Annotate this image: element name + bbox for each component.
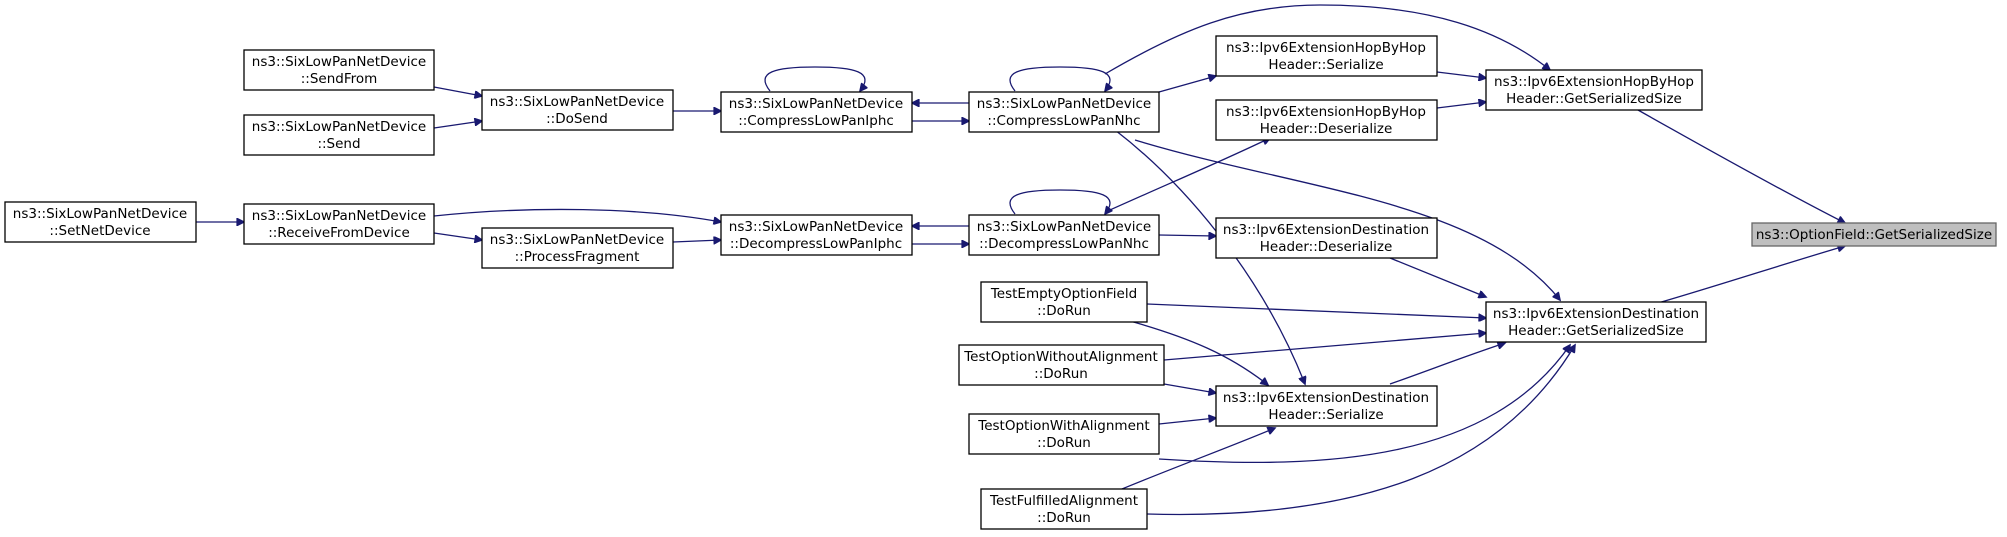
node-label-line2: ::SetNetDevice [49,223,150,239]
edge-compressnhc-to-hopbyhop-getsize [1104,4,1550,75]
edge-fulfilledalignment-to-destination-getsize [1146,345,1575,516]
node-label-line2: Header::Deserialize [1260,121,1393,137]
node-dosend[interactable]: ns3::SixLowPanNetDevice ::DoSend [481,89,674,131]
node-label-line2: ::Send [317,136,360,152]
node-label-line2: Header::GetSerializedSize [1506,91,1682,107]
node-label-line2: Header::Deserialize [1260,239,1393,255]
node-label-line1: TestOptionWithoutAlignment [963,349,1158,365]
edge-withalignment-to-destination-serialize [1158,418,1216,425]
node-label-line1: ns3::Ipv6ExtensionDestination [1493,306,1699,322]
node-label-line2: ::ProcessFragment [515,249,640,265]
node-testfulfilledalignment-dorun[interactable]: TestFulfilledAlignment ::DoRun [980,488,1148,530]
node-label: ns3::OptionField::GetSerializedSize [1756,227,1992,243]
node-testemptyoptionfield-dorun[interactable]: TestEmptyOptionField ::DoRun [980,281,1148,323]
node-send[interactable]: ns3::SixLowPanNetDevice ::Send [243,114,435,156]
node-label-line2: Header::Serialize [1268,57,1383,73]
node-label-line1: TestFulfilledAlignment [989,493,1138,509]
node-hopbyhop-getserializedsize[interactable]: ns3::Ipv6ExtensionHopByHop Header::GetSe… [1485,69,1703,111]
node-label-line2: ::DoRun [1037,303,1091,319]
node-label-line2: ::ReceiveFromDevice [268,225,410,241]
edge-decompressnhc-to-destination-deserialize [1158,235,1216,236]
node-label-line2: ::DoRun [1037,510,1091,526]
node-label-line2: ::CompressLowPanIphc [738,113,894,129]
node-label-line1: TestEmptyOptionField [990,286,1137,302]
node-label-line2: ::DoRun [1037,435,1091,451]
node-decompresslowpaniphc[interactable]: ns3::SixLowPanNetDevice ::DecompressLowP… [720,214,913,256]
node-decompresslowpannhc[interactable]: ns3::SixLowPanNetDevice ::DecompressLowP… [968,214,1160,256]
edge-hopbyhop-deserialize-to-getsize [1436,102,1486,109]
node-hopbyhop-deserialize[interactable]: ns3::Ipv6ExtensionHopByHop Header::Deser… [1215,99,1438,141]
node-testoptionwithoutalignment-dorun[interactable]: TestOptionWithoutAlignment ::DoRun [958,344,1165,386]
node-label-line1: ns3::Ipv6ExtensionDestination [1223,222,1429,238]
edge-compressnhc-self [1009,66,1110,91]
edge-receivefromdevice-to-processfragment [433,232,482,240]
edge-compressnhc-to-hopbyhop-serialize [1158,76,1216,93]
edge-destination-serialize-to-getsize [1389,343,1505,385]
node-sendfrom[interactable]: ns3::SixLowPanNetDevice ::SendFrom [243,49,435,91]
edge-compressnhc-to-destination-getsize [1134,139,1560,300]
node-label-line1: ns3::SixLowPanNetDevice [490,232,664,248]
node-label-line1: ns3::SixLowPanNetDevice [977,96,1151,112]
node-receivefromdevice[interactable]: ns3::SixLowPanNetDevice ::ReceiveFromDev… [243,203,435,245]
edge-processfragment-to-decompressiphc [672,240,721,242]
node-label-line2: ::DecompressLowPanIphc [730,236,902,252]
node-label-line2: ::DoRun [1034,366,1088,382]
edge-send-to-dosend [433,121,482,129]
node-label-line2: ::DecompressLowPanNhc [979,236,1149,252]
node-label-line1: ns3::Ipv6ExtensionHopByHop [1226,40,1426,56]
edge-hopbyhop-getsize-to-optionfield [1637,109,1845,223]
node-label-line1: ns3::SixLowPanNetDevice [252,208,426,224]
edge-destination-getsize-to-optionfield [1657,246,1845,304]
node-label-line1: ns3::SixLowPanNetDevice [977,219,1151,235]
node-label-line1: ns3::SixLowPanNetDevice [729,219,903,235]
node-label-line2: Header::GetSerializedSize [1508,323,1684,339]
edge-sendfrom-to-dosend [433,86,482,96]
node-label-line1: ns3::SixLowPanNetDevice [252,54,426,70]
node-label-line1: ns3::SixLowPanNetDevice [13,206,187,222]
node-optionfield-getserializedsize[interactable]: ns3::OptionField::GetSerializedSize [1751,222,1997,247]
edge-withoutalignment-to-destination-serialize [1163,383,1216,393]
node-destination-deserialize[interactable]: ns3::Ipv6ExtensionDestination Header::De… [1215,217,1438,259]
edges [196,4,1845,516]
node-setnetdevice[interactable]: ns3::SixLowPanNetDevice ::SetNetDevice [4,201,197,243]
node-destination-serialize[interactable]: ns3::Ipv6ExtensionDestination Header::Se… [1215,385,1438,427]
node-compresslowpaniphc[interactable]: ns3::SixLowPanNetDevice ::CompressLowPan… [720,91,913,133]
edge-decompressnhc-self [1009,189,1110,214]
node-compresslowpannhc[interactable]: ns3::SixLowPanNetDevice ::CompressLowPan… [968,91,1160,133]
edge-withalignment-to-destination-getsize [1158,345,1570,464]
node-label-line1: ns3::Ipv6ExtensionHopByHop [1494,74,1694,90]
node-label-line2: ::DoSend [546,111,608,127]
node-label-line1: ns3::SixLowPanNetDevice [252,119,426,135]
edge-destination-deserialize-to-getsize [1389,257,1486,297]
node-label-line1: ns3::Ipv6ExtensionHopByHop [1226,104,1426,120]
edge-fulfilledalignment-to-destination-serialize [1116,428,1275,492]
node-label-line1: ns3::Ipv6ExtensionDestination [1223,390,1429,406]
edge-decompressnhc-to-hopbyhop-deserialize [1109,138,1270,211]
node-label-line2: ::SendFrom [301,71,378,87]
edge-emptyoption-to-destination-serialize [1129,320,1268,385]
node-destination-getserializedsize[interactable]: ns3::Ipv6ExtensionDestination Header::Ge… [1485,301,1707,343]
node-label-line1: TestOptionWithAlignment [977,418,1149,434]
edge-emptyoption-to-destination-getsize [1146,303,1486,318]
edge-compressiphc-self [764,66,865,91]
edge-withoutalignment-to-destination-getsize [1163,333,1486,361]
edge-hopbyhop-serialize-to-getsize [1436,71,1486,78]
node-label-line1: ns3::SixLowPanNetDevice [729,96,903,112]
nodes: ns3::OptionField::GetSerializedSize ns3:… [4,35,1997,530]
node-label-line2: ::CompressLowPanNhc [987,113,1140,129]
node-label-line2: Header::Serialize [1268,407,1383,423]
node-processfragment[interactable]: ns3::SixLowPanNetDevice ::ProcessFragmen… [481,227,674,269]
edge-receivefromdevice-to-decompressiphc [433,208,721,222]
node-hopbyhop-serialize[interactable]: ns3::Ipv6ExtensionHopByHop Header::Seria… [1215,35,1438,77]
node-label-line1: ns3::SixLowPanNetDevice [490,94,664,110]
node-testoptionwithalignment-dorun[interactable]: TestOptionWithAlignment ::DoRun [968,413,1160,455]
